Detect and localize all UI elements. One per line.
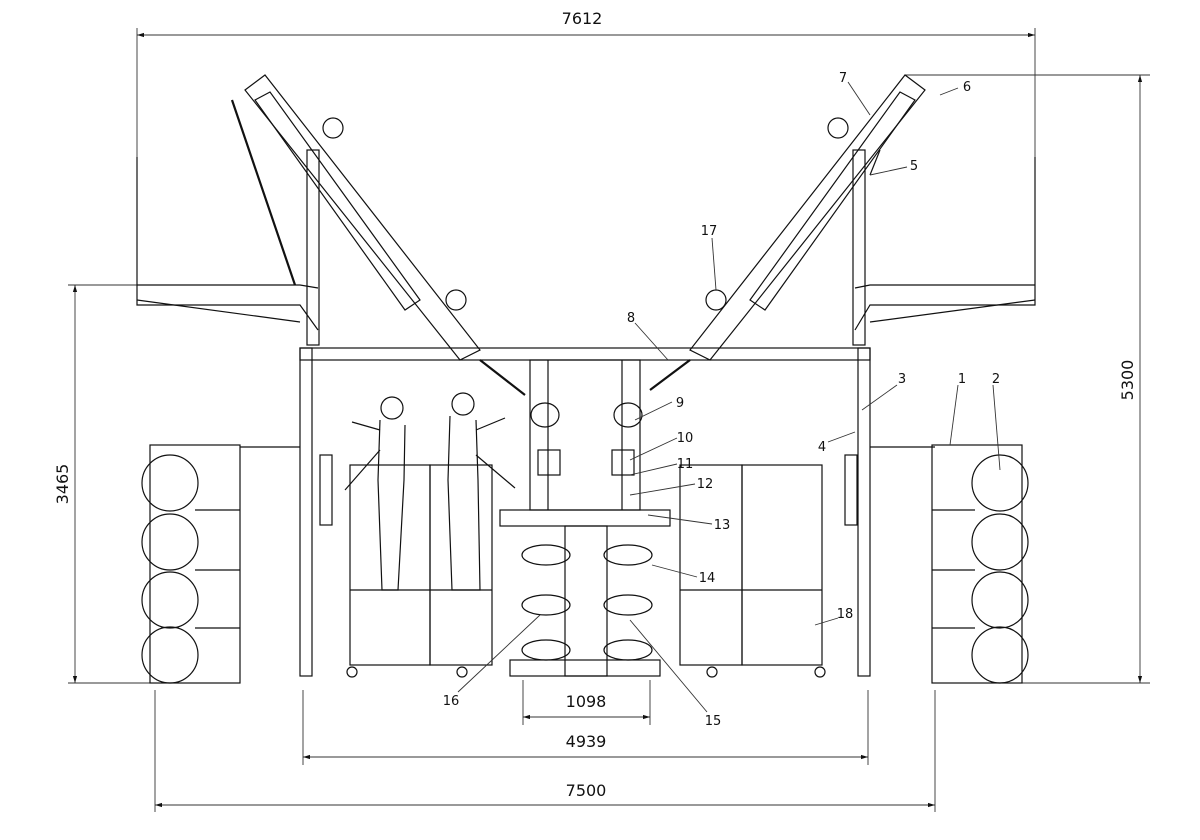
callout-12: 12	[697, 477, 714, 492]
dimension-lines	[68, 28, 1150, 812]
callout-leaders	[457, 81, 1001, 713]
bobbin-creel-left	[141, 444, 241, 684]
callout-13: 13	[714, 518, 731, 533]
callout-9: 9	[676, 396, 684, 411]
dim-overall-height: 5300	[1118, 360, 1137, 401]
inclined-booms	[230, 74, 926, 396]
dim-center-column-width: 1098	[566, 692, 607, 711]
callout-3: 3	[898, 372, 906, 387]
callout-17: 17	[701, 224, 718, 239]
upper-wings	[136, 149, 1036, 346]
dim-base-width: 7500	[566, 781, 607, 800]
callout-5: 5	[910, 159, 918, 174]
braiding-heads	[521, 402, 653, 661]
dim-overall-top-width: 7612	[562, 9, 603, 28]
callout-4: 4	[818, 440, 826, 455]
callout-2: 2	[992, 372, 1000, 387]
callout-1: 1	[958, 372, 966, 387]
dim-frame-width: 4939	[566, 732, 607, 751]
operator-platforms	[346, 464, 826, 678]
callout-16: 16	[443, 694, 460, 709]
callout-labels: 1 2 3 4 5 6 7 8 9 10 11 12 13 14 15 16 1…	[443, 71, 1000, 729]
callout-7: 7	[839, 71, 847, 86]
dim-platform-height: 3465	[53, 464, 72, 505]
callout-14: 14	[699, 571, 716, 586]
operator-figures	[344, 392, 516, 591]
callout-18: 18	[837, 607, 854, 622]
callout-6: 6	[963, 80, 971, 95]
main-frame	[240, 347, 935, 677]
callout-8: 8	[627, 311, 635, 326]
bobbin-creel-right	[931, 444, 1029, 684]
callout-15: 15	[705, 714, 722, 729]
callout-10: 10	[677, 431, 694, 446]
callout-11: 11	[677, 457, 694, 472]
